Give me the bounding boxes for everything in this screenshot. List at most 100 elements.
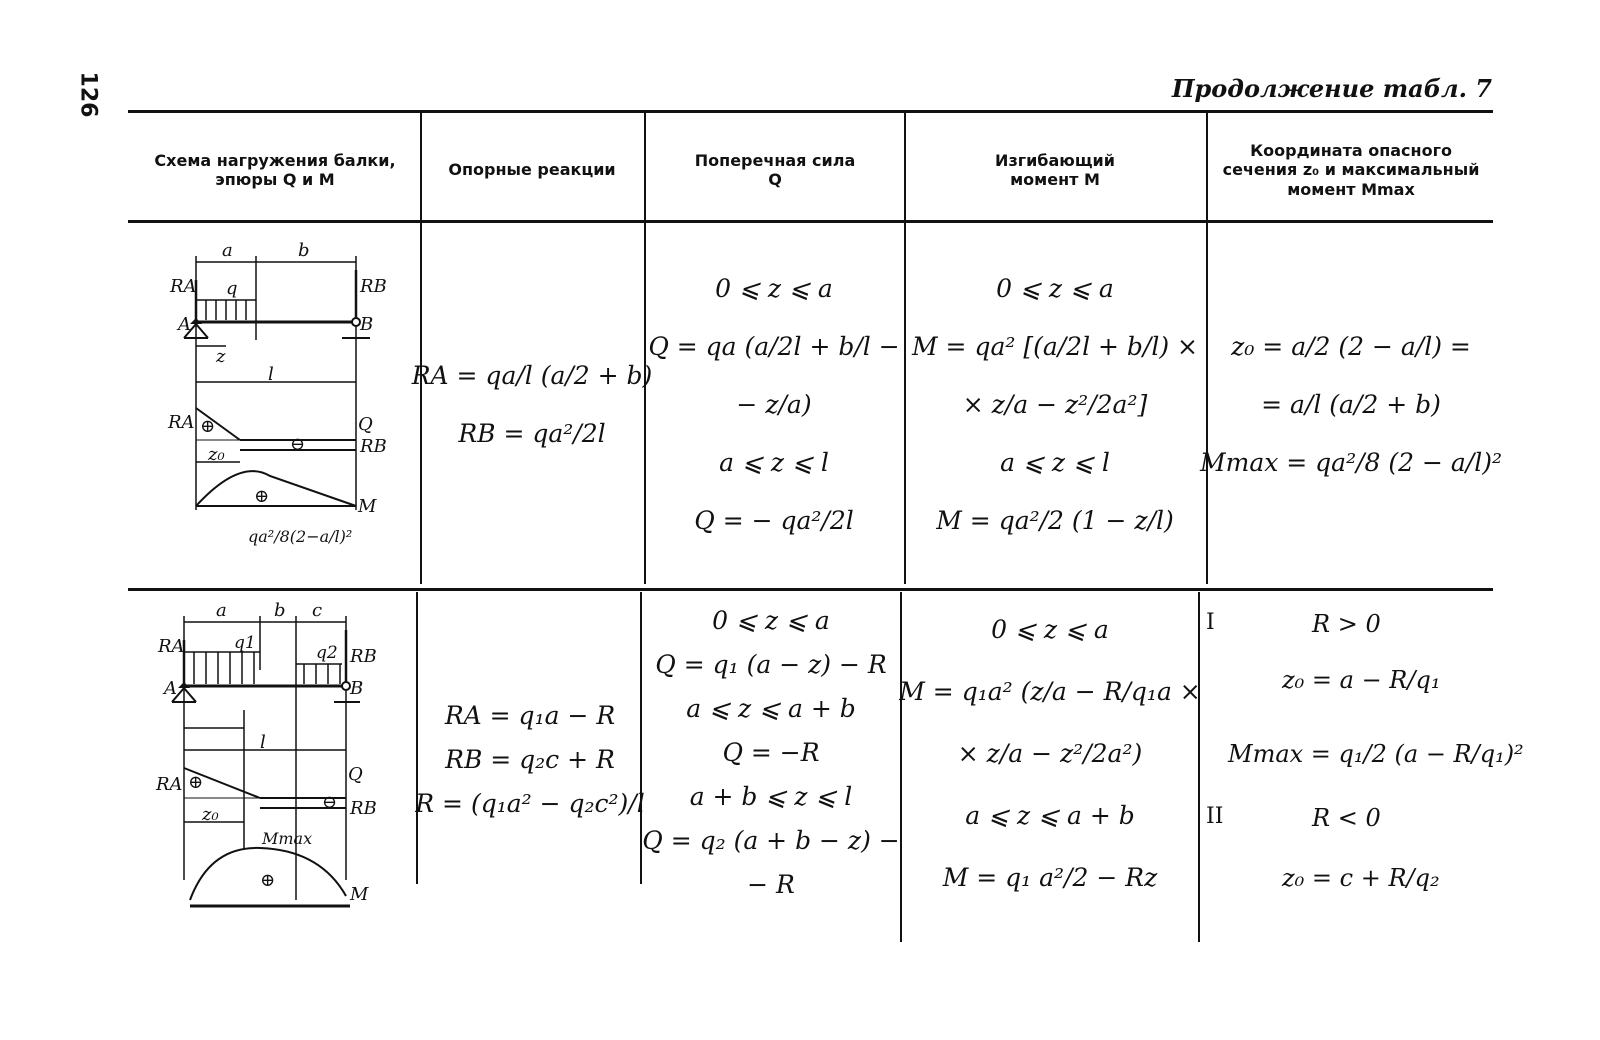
- svg-text:z₀: z₀: [201, 804, 219, 825]
- svg-text:Q: Q: [358, 414, 373, 435]
- moment-range: a ⩽ z ⩽ l: [1000, 448, 1110, 477]
- svg-text:q2: q2: [316, 643, 338, 663]
- svg-text:q1: q1: [234, 633, 256, 653]
- shear-range: a ⩽ z ⩽ l: [719, 448, 829, 477]
- svg-text:z: z: [215, 346, 226, 367]
- header-coordinate: Координата опасного сечения z₀ и максима…: [1222, 141, 1480, 199]
- shear-formula-cont: − R: [747, 870, 795, 899]
- moment-range: 0 ⩽ z ⩽ a: [996, 274, 1114, 303]
- header-bottom-rule: [128, 220, 1493, 223]
- shear-formula: Q = − qa²/2l: [694, 506, 854, 535]
- case-condition: R > 0: [1312, 610, 1381, 638]
- case-label: II: [1206, 804, 1224, 829]
- case-label: I: [1206, 610, 1215, 635]
- header-reactions: Опорные реакции: [448, 160, 616, 180]
- svg-text:A: A: [176, 314, 191, 335]
- svg-text:RA: RA: [169, 276, 197, 297]
- shear-formula: Q = q₁ (a − z) − R: [655, 650, 887, 679]
- moment-formula: M = q₁a² (z/a − R/q₁a ×: [899, 677, 1201, 706]
- svg-text:B: B: [349, 678, 363, 699]
- row2-moment: 0 ⩽ z ⩽ a M = q₁a² (z/a − R/q₁a × × z/a …: [899, 604, 1201, 904]
- svg-text:z₀: z₀: [207, 444, 225, 465]
- shear-formula: Q = q₂ (a + b − z) −: [642, 826, 900, 855]
- header-scheme: Схема нагружения балки, эпюры Q и M: [154, 150, 396, 189]
- svg-text:⊕: ⊕: [200, 416, 215, 437]
- row2-coordinate: I R > 0 z₀ = a − R/q₁ Mmax = q₁/2 (a − R…: [1202, 606, 1524, 926]
- shear-formula: Q = qa (a/2l + b/l −: [648, 332, 900, 361]
- shear-range: 0 ⩽ z ⩽ a: [712, 606, 830, 635]
- svg-text:a: a: [222, 240, 233, 261]
- svg-text:b: b: [298, 240, 310, 261]
- svg-text:⊕: ⊕: [188, 772, 203, 793]
- row2-shear: 0 ⩽ z ⩽ a Q = q₁ (a − z) − R a ⩽ z ⩽ a +…: [642, 606, 900, 899]
- svg-text:B: B: [359, 314, 373, 335]
- header-shear: Поперечная сила Q: [694, 150, 856, 189]
- reaction-rb: RB = q₂c + R: [445, 745, 615, 774]
- page-number: 126: [75, 71, 101, 118]
- column-divider: [640, 592, 642, 884]
- row1-reactions: RA = qa/l (a/2 + b) RB = qa²/2l: [412, 330, 653, 480]
- moment-formula: M = q₁ a²/2 − Rz: [942, 863, 1158, 892]
- shear-range: a ⩽ z ⩽ a + b: [686, 694, 856, 723]
- row1-coordinate: z₀ = a/2 (2 − a/l) = = a/l (a/2 + b) Mma…: [1200, 290, 1502, 520]
- column-divider: [420, 112, 422, 584]
- column-divider: [1198, 592, 1200, 942]
- row2-reactions: RA = q₁a − R RB = q₂c + R R = (q₁a² − q₂…: [415, 680, 644, 840]
- column-divider: [416, 592, 418, 884]
- svg-text:l: l: [260, 732, 266, 753]
- moment-formula-cont: × z/a − z²/2a²]: [962, 390, 1148, 419]
- beam-diagram-2: a b c RA RB q1 q2 A B l RA RB z₀ ⊕ ⊖ ⊕ Q…: [155, 600, 377, 908]
- column-divider: [900, 592, 902, 942]
- moment-range: a ⩽ z ⩽ a + b: [965, 801, 1135, 830]
- svg-text:M: M: [349, 884, 369, 905]
- case-condition: R < 0: [1312, 804, 1381, 832]
- row-divider-rule: [128, 588, 1493, 591]
- svg-text:RB: RB: [349, 798, 377, 819]
- svg-text:q: q: [226, 278, 238, 299]
- svg-text:RB: RB: [359, 276, 387, 297]
- svg-text:RB: RB: [359, 436, 387, 457]
- reaction-ra: RA = qa/l (a/2 + b): [411, 361, 653, 390]
- svg-text:⊕: ⊕: [260, 870, 275, 891]
- moment-formula-cont: × z/a − z²/2a²): [957, 739, 1143, 768]
- svg-text:RB: RB: [349, 646, 377, 667]
- reaction-r: R = (q₁a² − q₂c²)/l: [415, 789, 645, 818]
- column-divider: [904, 112, 906, 584]
- shear-range: 0 ⩽ z ⩽ a: [715, 274, 833, 303]
- z0-formula: z₀ = a/2 (2 − a/l) =: [1231, 332, 1471, 361]
- moment-formula: M = qa²/2 (1 − z/l): [936, 506, 1174, 535]
- svg-text:⊖: ⊖: [322, 792, 337, 813]
- z0-formula: z₀ = a − R/q₁: [1282, 666, 1441, 694]
- z0-formula-cont: = a/l (a/2 + b): [1261, 390, 1441, 419]
- beam-diagram-1: a b RA RB q A B z l RA RB z₀ ⊕ ⊖ ⊕ Q M q…: [167, 240, 387, 546]
- svg-text:c: c: [312, 600, 322, 621]
- svg-text:l: l: [268, 364, 274, 385]
- mmax-formula: Mmax = qa²/8 (2 − a/l)²: [1200, 448, 1502, 477]
- svg-text:RA: RA: [167, 412, 195, 433]
- svg-text:A: A: [162, 678, 177, 699]
- moment-range: 0 ⩽ z ⩽ a: [991, 615, 1109, 644]
- table-top-rule: [128, 110, 1493, 113]
- svg-text:Mmax: Mmax: [261, 829, 312, 848]
- svg-text:Q: Q: [348, 764, 363, 785]
- shear-formula-cont: − z/a): [736, 390, 812, 419]
- header-moment: Изгибающий момент M: [995, 150, 1115, 189]
- svg-text:RA: RA: [157, 636, 185, 657]
- svg-text:qa²/8(2−a/l)²: qa²/8(2−a/l)²: [248, 527, 352, 546]
- svg-text:a: a: [216, 600, 227, 621]
- shear-range: a + b ⩽ z ⩽ l: [689, 782, 853, 811]
- column-divider: [644, 112, 646, 584]
- row1-shear: 0 ⩽ z ⩽ a Q = qa (a/2l + b/l − − z/a) a …: [648, 250, 900, 560]
- z0-formula: z₀ = c + R/q₂: [1282, 864, 1440, 892]
- table-continuation-title: Продолжение табл. 7: [1171, 74, 1492, 103]
- mmax-formula: Mmax = q₁/2 (a − R/q₁)²: [1228, 740, 1524, 768]
- reaction-rb: RB = qa²/2l: [458, 419, 606, 448]
- shear-formula: Q = −R: [722, 738, 820, 767]
- column-divider: [1206, 112, 1208, 584]
- moment-formula: M = qa² [(a/2l + b/l) ×: [912, 332, 1198, 361]
- row1-moment: 0 ⩽ z ⩽ a M = qa² [(a/2l + b/l) × × z/a …: [908, 250, 1202, 560]
- svg-text:M: M: [357, 496, 377, 517]
- reaction-ra: RA = q₁a − R: [444, 701, 616, 730]
- svg-text:RA: RA: [155, 774, 183, 795]
- svg-text:⊕: ⊕: [254, 486, 269, 507]
